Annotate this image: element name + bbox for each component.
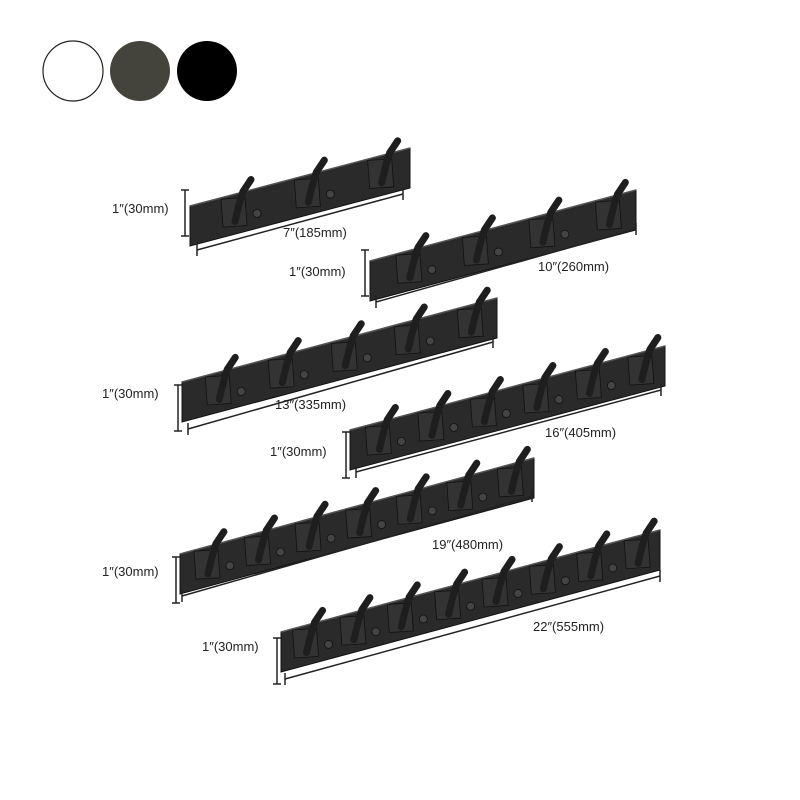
hook-rack-8: 22″(555mm) 1″(30mm) [202,517,661,685]
length-dimension-line [284,575,661,680]
hook [594,178,629,231]
length-dimension-line [187,341,494,430]
hook [627,334,662,386]
hook [386,581,428,633]
hook-rack-6: 16″(405mm) 1″(30mm) [270,334,666,479]
hook [395,232,437,284]
hook [204,353,246,406]
hook [367,137,402,189]
hook [456,286,491,339]
length-label: 10″(260mm) [538,259,609,274]
length-dimension-line [355,389,662,473]
hook [434,568,476,621]
hook [623,517,658,570]
height-label: 1″(30mm) [112,201,169,216]
hook [461,214,503,266]
length-dimension-line [181,495,533,597]
hook [339,594,381,646]
height-label: 1″(30mm) [202,639,259,654]
hook [528,196,570,249]
rail-edge [181,297,498,383]
hook [267,337,309,389]
length-dimension-line [196,193,404,251]
height-label: 1″(30mm) [270,444,327,459]
hook-rack-4: 10″(260mm) 1″(30mm) [289,178,637,308]
hook [446,459,488,512]
hook [528,543,570,595]
hook [496,445,531,498]
height-label: 1″(30mm) [102,564,159,579]
hook [293,156,335,209]
hook [481,555,523,608]
hook [364,404,406,456]
length-label: 22″(555mm) [533,619,604,634]
hook [522,362,564,414]
hook [292,606,333,659]
color-swatches [42,40,237,102]
hook-rack-3: 7″(185mm) 1″(30mm) [112,137,411,256]
length-label: 16″(405mm) [545,425,616,440]
hook [345,487,387,539]
hook [193,528,235,580]
hook [330,320,372,372]
hook [395,473,437,525]
rail-edge [349,345,666,431]
height-label: 1″(30mm) [102,386,159,401]
swatch-white[interactable] [42,40,104,102]
length-dimension-line [375,228,637,303]
rail-edge [179,457,535,555]
hook-rack-7: 19″(480mm) 1″(30mm) [102,445,535,604]
length-label: 13″(335mm) [275,397,346,412]
hook [220,176,262,228]
height-label: 1″(30mm) [289,264,346,279]
hook [393,303,435,356]
length-label: 19″(480mm) [432,537,503,552]
hook [469,376,511,428]
swatch-black[interactable] [177,41,237,101]
swatch-gun-grey[interactable] [110,41,170,101]
hook-racks: 7″(185mm)1″(30mm)10″(260mm)1″(30mm)13″(3… [102,137,666,685]
hook [417,390,459,442]
hook [576,530,618,582]
hook [574,348,616,400]
hook [294,500,336,553]
hook [244,514,285,566]
rail-edge [189,147,411,207]
length-label: 7″(185mm) [283,225,347,240]
hook-rack-5: 13″(335mm) 1″(30mm) [102,286,498,435]
